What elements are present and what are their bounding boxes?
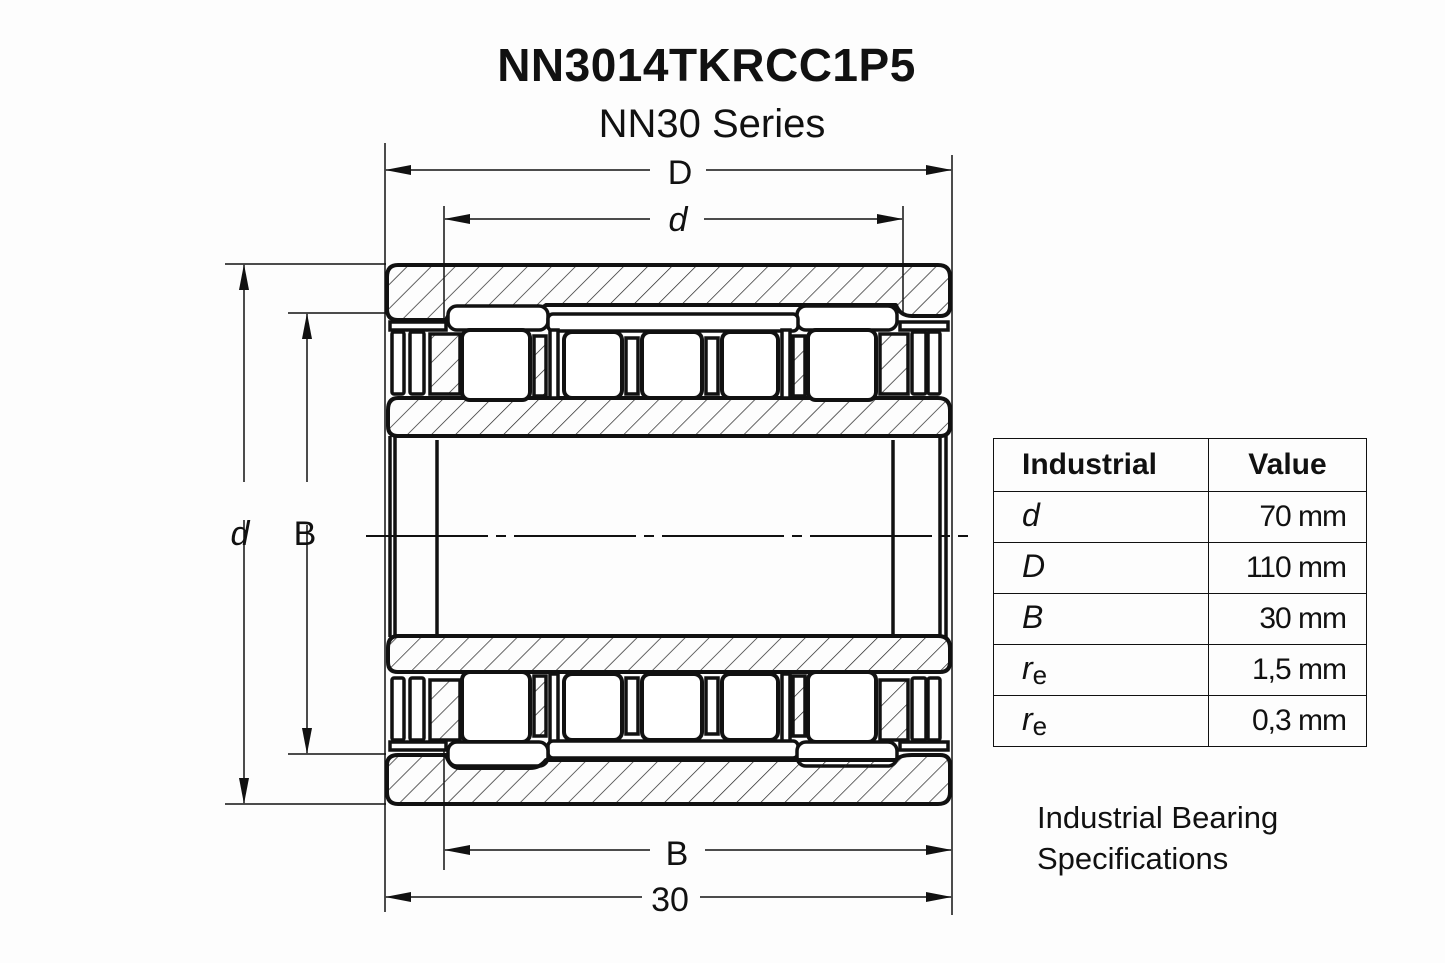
symbol: B [1022,598,1044,635]
roller [720,330,780,400]
roller [562,672,624,742]
symbol: D [1022,547,1046,584]
rollers-bottom [460,670,878,744]
roller [640,672,704,742]
cage-top [388,304,950,333]
spec-table-header-row: Industrial Value [993,438,1367,492]
cage-bars-top [532,328,807,400]
rollers-top [460,328,878,402]
dimension-label-overall-width: 30 [651,881,689,919]
symbol-subscript: e [1032,659,1048,690]
side-rings-top [390,330,942,396]
dimension-label-B-bottom: B [666,835,689,873]
roller [806,328,878,402]
value-cell: 0,3 mm [1208,695,1367,747]
inner-ring-bottom [386,634,952,674]
spec-table: Industrial Value d 70 mm D 110 mm B 30 m… [993,438,1367,747]
symbol-cell: D [993,542,1209,594]
caption: Industrial Bearing Specifications [1037,797,1278,879]
symbol: d [1022,496,1040,533]
outer-ring-bottom [385,753,952,806]
symbol-cell: d [993,491,1209,543]
dimension-label-B-left: B [294,515,317,553]
table-row: d 70 mm [993,491,1367,543]
symbol: r [1022,649,1033,686]
roller [562,330,624,400]
value-cell: 30 mm [1208,593,1367,645]
symbol-cell: re [993,644,1209,696]
dimension-label-d-top: d [669,201,689,239]
value-cell: 70 mm [1208,491,1367,543]
cage-bars-bottom [532,672,807,744]
caption-line-2: Specifications [1037,841,1229,876]
caption-line-1: Industrial Bearing [1037,800,1279,835]
series-subtitle: NN30 Series [598,102,826,146]
symbol-cell: B [993,593,1209,645]
column-header-value: Value [1208,438,1367,492]
roller [720,672,780,742]
table-row: D 110 mm [993,542,1367,594]
symbol-cell: re [993,695,1209,747]
dimension-label-d-left: d [231,515,251,553]
symbol: r [1022,700,1033,737]
table-row: re 1,5 mm [993,644,1367,696]
value-cell: 110 mm [1208,542,1367,594]
value-cell: 1,5 mm [1208,644,1367,696]
column-header-industrial: Industrial [993,438,1209,492]
roller [460,328,532,402]
table-row: re 0,3 mm [993,695,1367,747]
side-rings-bottom [390,676,942,742]
roller [640,330,704,400]
table-row: B 30 mm [993,593,1367,645]
roller [460,670,532,744]
inner-ring-top [386,396,952,438]
roller [806,670,878,744]
bearing-model-title: NN3014TKRCC1P5 [497,39,916,91]
symbol-subscript: e [1032,710,1048,741]
dimension-label-D: D [668,154,693,192]
